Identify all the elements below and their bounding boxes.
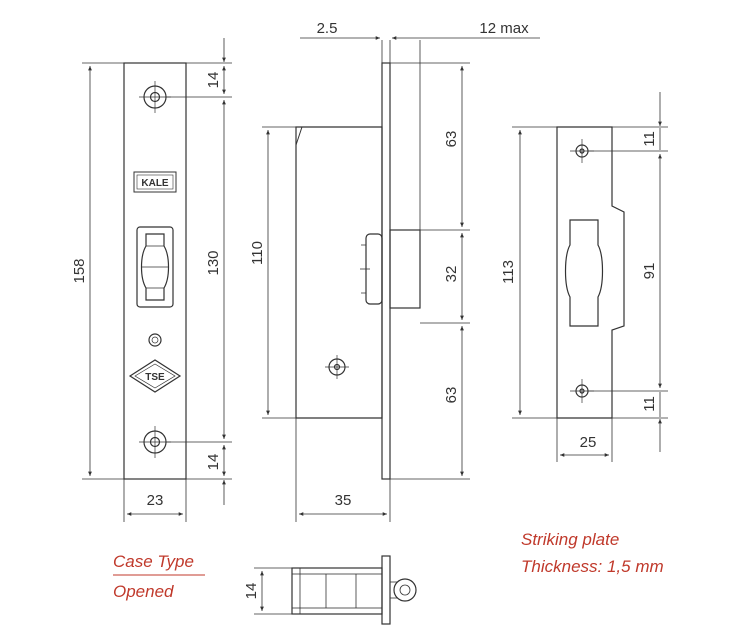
faceplate-outline <box>123 62 187 480</box>
kale-logo-text: KALE <box>141 178 169 189</box>
striking-plate-view <box>556 126 625 419</box>
top-view <box>291 555 417 625</box>
strike-dimension-lines <box>512 92 668 462</box>
case-screw-hole <box>325 355 349 379</box>
dim-top-view-thickness: 14 <box>243 583 260 600</box>
case-side-view <box>295 62 421 480</box>
dim-bolt-height: 32 <box>443 266 460 283</box>
faceplate-dimension-lines <box>82 38 232 522</box>
top-view-dimension <box>254 567 292 615</box>
small-cert-mark <box>148 333 162 347</box>
faceplate-bolt-window <box>136 226 174 308</box>
dim-faceplate-bottom-offset: 14 <box>205 454 222 471</box>
tse-logo <box>128 359 182 393</box>
dim-faceplate-hole-spacing: 130 <box>205 250 222 275</box>
dim-strike-bottom-offset: 11 <box>641 396 658 412</box>
dim-strike-width: 25 <box>580 434 597 451</box>
dim-strike-height: 113 <box>500 260 517 284</box>
caption-case-type: Case Type <box>113 552 194 571</box>
caption-opened: Opened <box>113 582 174 601</box>
dim-case-lower: 63 <box>443 387 460 404</box>
tse-logo-text: TSE <box>145 372 165 383</box>
strike-outline <box>556 126 625 419</box>
dim-faceplate-thickness: 2.5 <box>317 20 338 37</box>
dim-case-depth: 35 <box>335 492 352 509</box>
faceplate-front-view <box>123 62 187 480</box>
dim-faceplate-top-offset: 14 <box>205 72 222 89</box>
kale-logo <box>133 171 177 193</box>
bolt-side <box>360 229 421 309</box>
caption-striking-plate: Striking plate <box>521 530 619 549</box>
dim-bolt-projection: 12 max <box>479 20 529 37</box>
dim-strike-top-offset: 11 <box>641 131 658 147</box>
faceplate-side <box>381 62 391 480</box>
side-view-dimension-lines <box>262 36 540 522</box>
dim-strike-hole-spacing: 91 <box>641 263 658 280</box>
dim-case-upper: 63 <box>443 131 460 148</box>
caption-thickness: Thickness: 1,5 mm <box>521 557 664 576</box>
dim-faceplate-height: 158 <box>71 258 88 283</box>
dim-case-height: 110 <box>249 241 266 265</box>
dim-faceplate-width: 23 <box>147 492 164 509</box>
strike-bolt-window <box>564 219 604 327</box>
